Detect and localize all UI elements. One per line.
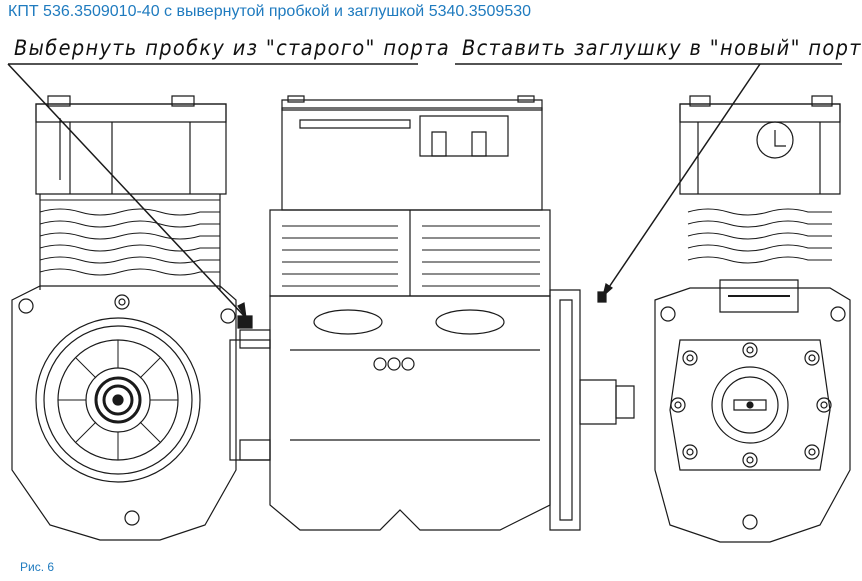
figure-caption: Рис. 6 bbox=[20, 560, 55, 574]
center-side-view bbox=[230, 96, 634, 530]
document-title: КПТ 536.3509010-40 с вывернутой пробкой … bbox=[8, 3, 532, 20]
callout-remove-plug: Выбернуть пробку из "старого" порта bbox=[14, 36, 451, 60]
left-end-view bbox=[12, 96, 236, 540]
callout-insert-cap: Вставить заглушку в "новый" порт bbox=[462, 36, 862, 60]
cover-bolts bbox=[671, 343, 831, 467]
right-end-view bbox=[655, 96, 850, 542]
callout-leaders bbox=[8, 64, 842, 318]
